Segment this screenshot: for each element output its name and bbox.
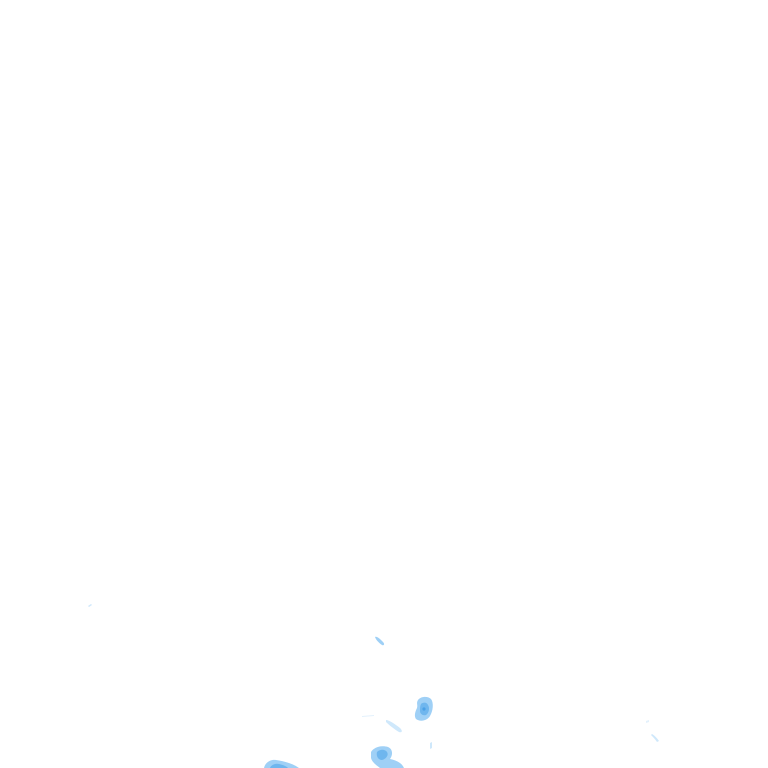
precip-cell-speck-left [88,604,92,607]
precip-cell-diagonal-streak [386,720,402,733]
precip-cell-blob-lower-core [376,749,388,760]
precip-cell-thin-line [362,715,374,717]
precip-cell-speck-right-a [646,720,649,723]
precip-cell-streak-center [375,636,385,646]
precip-cell-blob-bottom-left-core [270,763,288,768]
precip-cell-tiny-mark [430,742,432,749]
precip-cell-speck-right-b [651,734,659,742]
precip-cell-blob-upper-center [422,707,426,711]
